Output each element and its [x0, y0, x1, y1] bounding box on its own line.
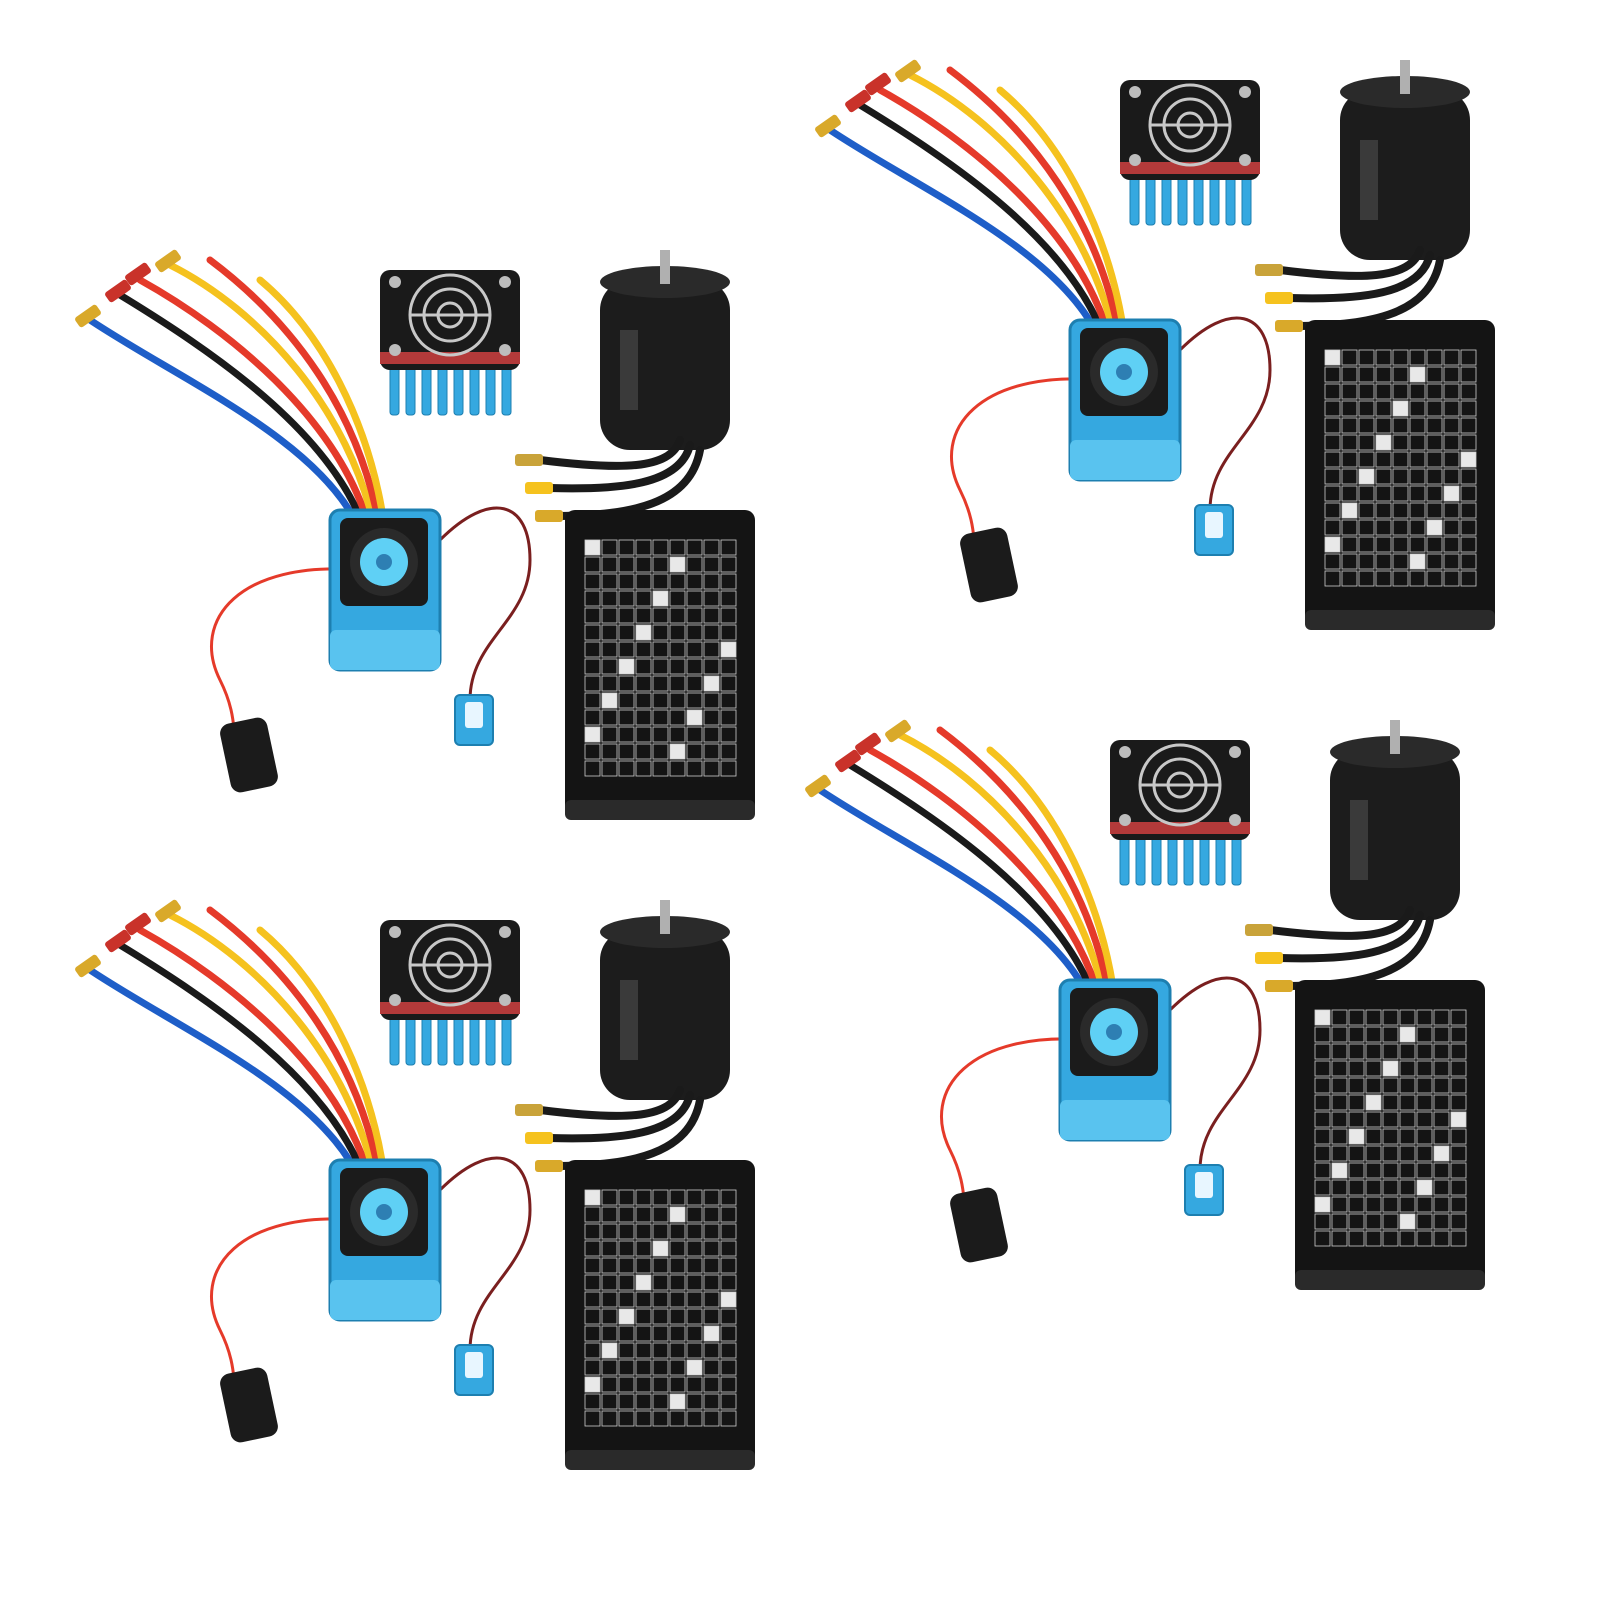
power-wires — [86, 906, 389, 1184]
cooling-fan-heatsink — [1110, 740, 1250, 886]
esc-motor-kit-1 — [60, 240, 760, 860]
motor-wires — [1266, 906, 1434, 990]
power-wires — [86, 256, 389, 534]
brushless-motor — [1340, 60, 1470, 260]
power-switch — [454, 1344, 494, 1396]
cooling-fan-heatsink — [380, 920, 520, 1066]
motor-bullet-connectors — [1255, 264, 1303, 332]
program-card — [1295, 980, 1485, 1290]
esc-with-fan — [1058, 978, 1172, 1142]
power-wires — [816, 726, 1119, 1004]
receiver-plug — [960, 527, 1018, 603]
bullet-connectors — [75, 249, 181, 328]
motor-wires — [536, 436, 704, 520]
brushless-motor — [1330, 720, 1460, 920]
bullet-connectors — [805, 719, 911, 798]
switch-wire — [438, 1156, 532, 1351]
esc-with-fan — [1068, 318, 1182, 482]
receiver-plug — [220, 1367, 278, 1443]
esc-with-fan — [328, 1158, 442, 1322]
cooling-fan-heatsink — [380, 270, 520, 416]
motor-bullet-connectors — [515, 1104, 563, 1172]
power-wires — [826, 66, 1129, 344]
power-switch — [1194, 504, 1234, 556]
power-switch — [1184, 1164, 1224, 1216]
program-card — [565, 510, 755, 820]
receiver-plug — [950, 1187, 1008, 1263]
esc-with-fan — [328, 508, 442, 672]
program-card — [1305, 320, 1495, 630]
switch-wire — [1178, 316, 1272, 511]
cooling-fan-heatsink — [1120, 80, 1260, 226]
brushless-motor — [600, 900, 730, 1100]
motor-bullet-connectors — [1245, 924, 1293, 992]
power-switch — [454, 694, 494, 746]
motor-bullet-connectors — [515, 454, 563, 522]
motor-wires — [1276, 246, 1444, 330]
brushless-motor — [600, 250, 730, 450]
bullet-connectors — [75, 899, 181, 978]
program-card — [565, 1160, 755, 1470]
motor-wires — [536, 1086, 704, 1170]
esc-motor-kit-2 — [800, 50, 1500, 670]
esc-motor-kit-4 — [790, 710, 1490, 1330]
receiver-plug — [220, 717, 278, 793]
esc-motor-kit-3 — [60, 890, 760, 1510]
switch-wire — [438, 506, 532, 701]
bullet-connectors — [815, 59, 921, 138]
switch-wire — [1168, 976, 1262, 1171]
